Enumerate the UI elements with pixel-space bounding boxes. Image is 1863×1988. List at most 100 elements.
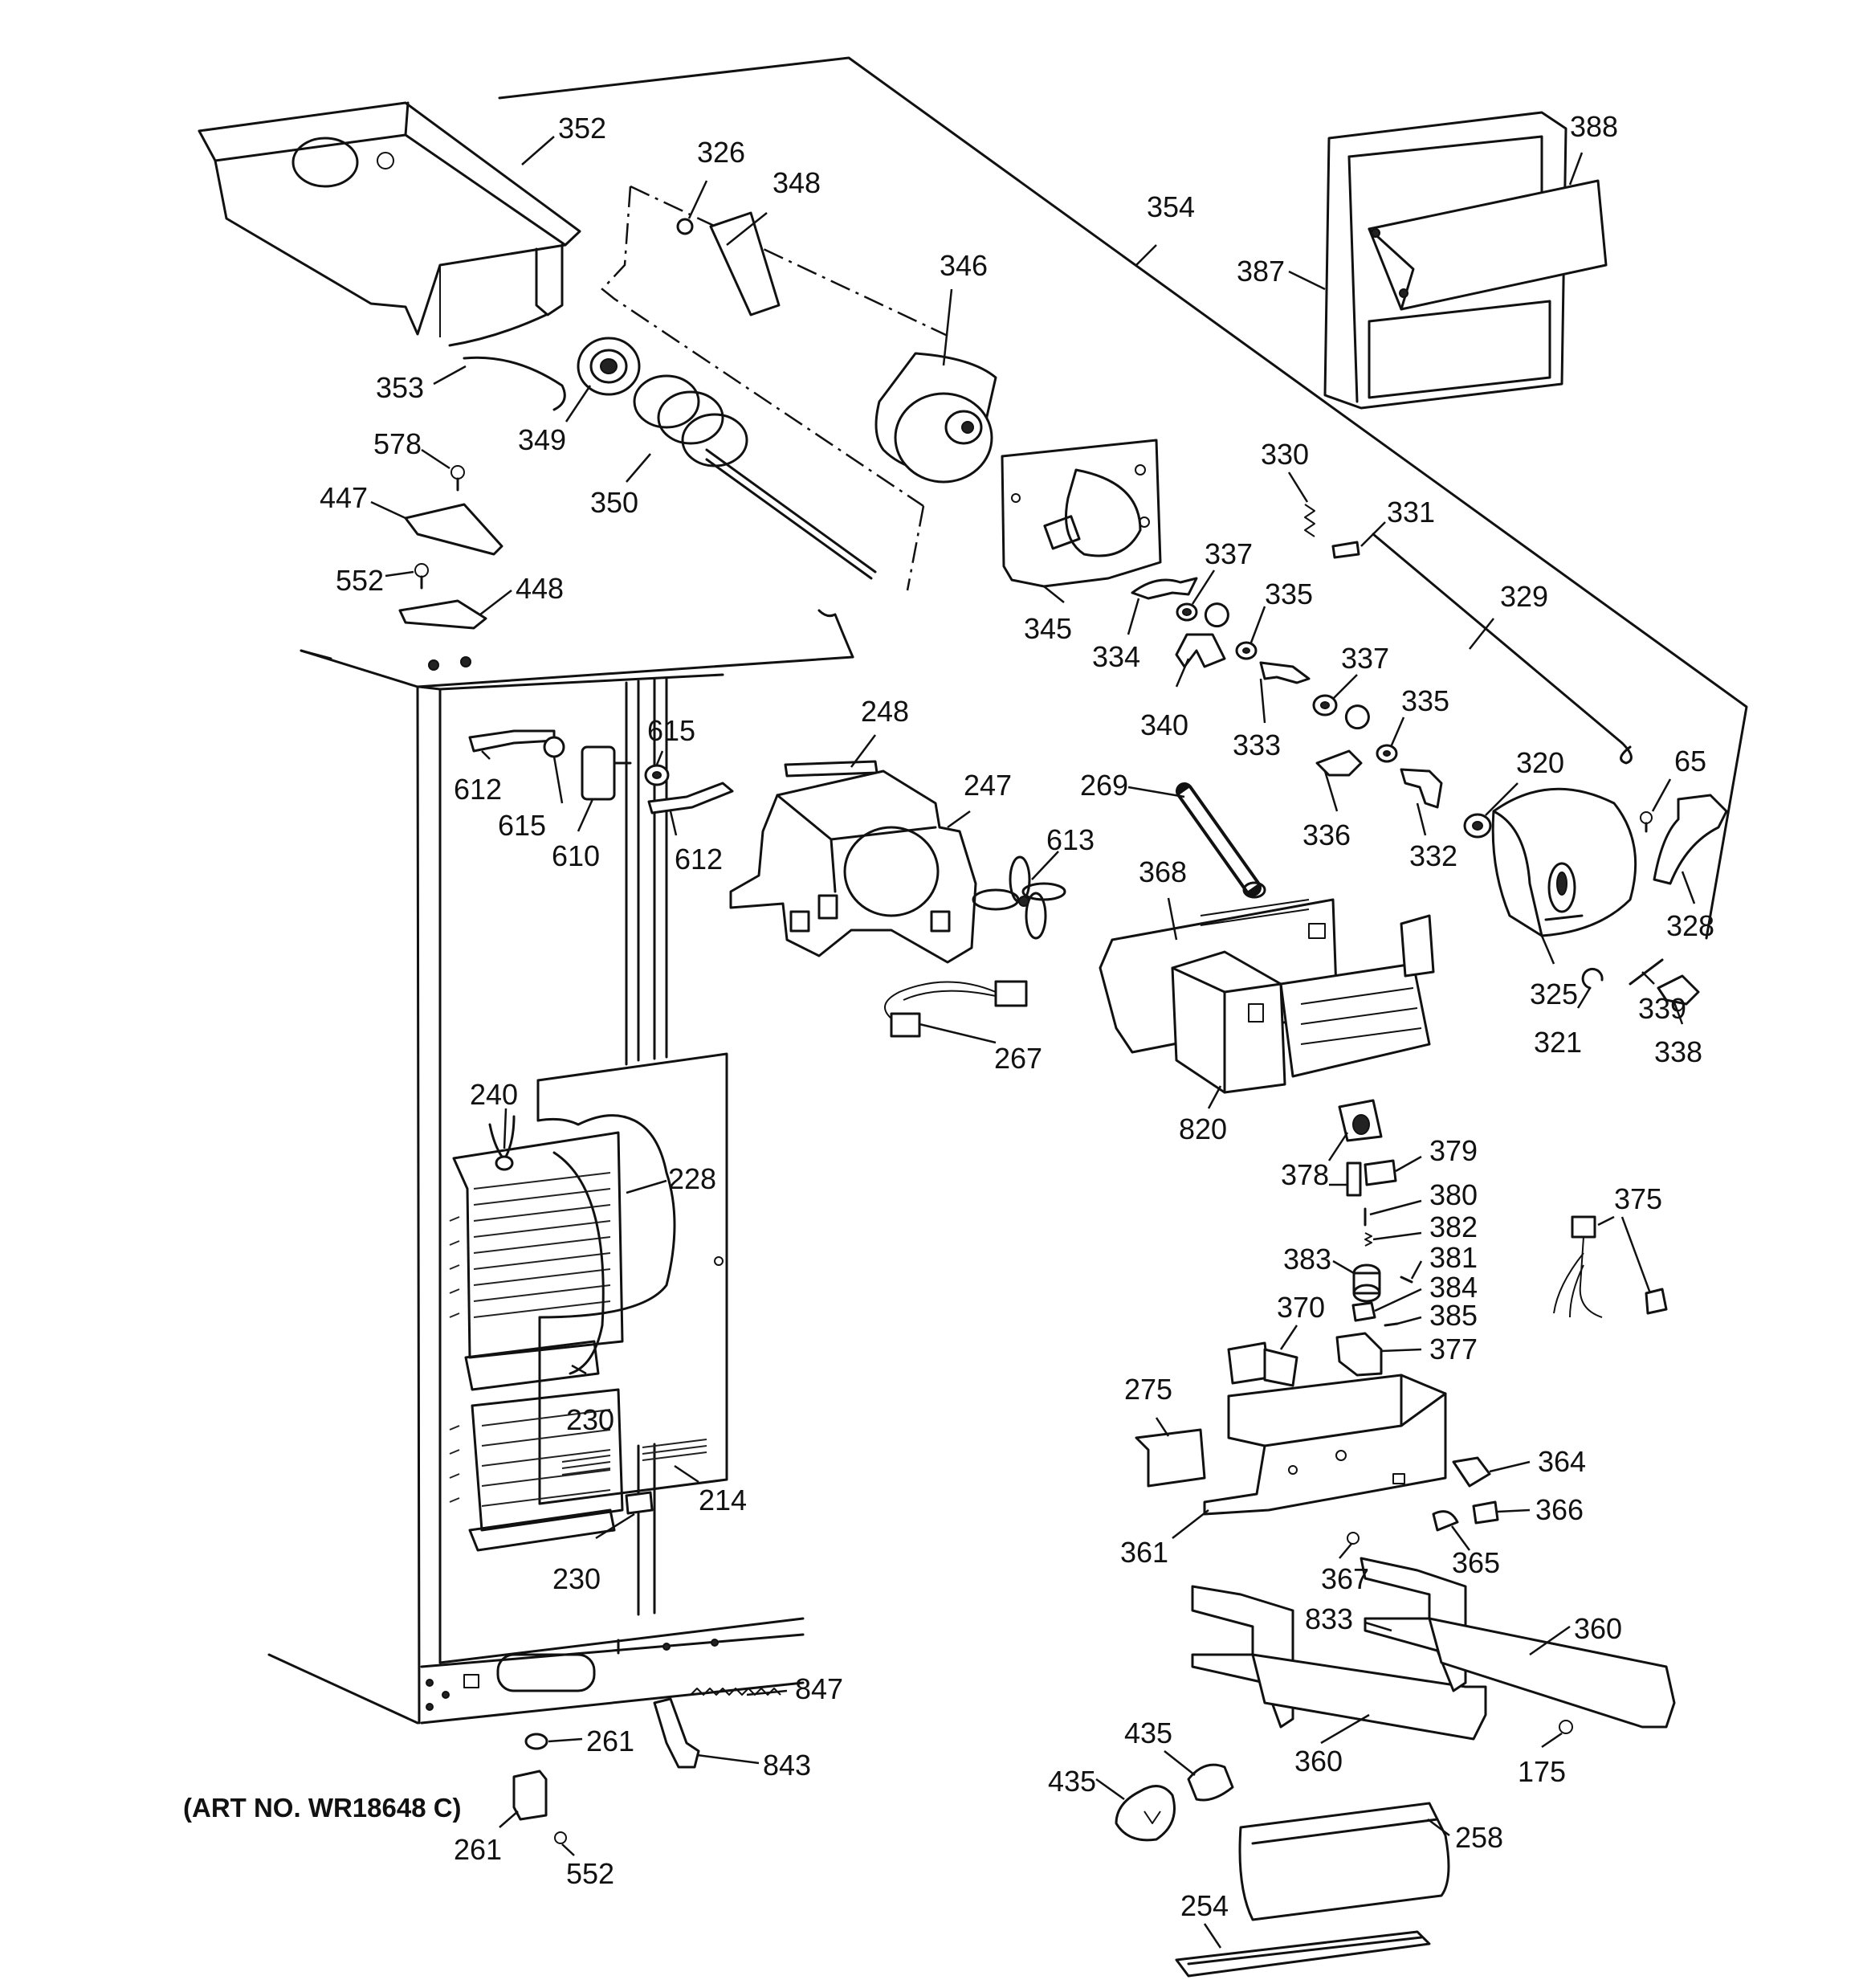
callout-335: 335 — [1265, 578, 1313, 610]
grommet-615-right — [644, 764, 670, 786]
callout-336: 336 — [1302, 818, 1351, 851]
callout-labels: 352 326 348 346 354 388 387 353 349 350 … — [183, 110, 1714, 1922]
callout-228: 228 — [668, 1162, 716, 1195]
screw-367 — [1347, 1532, 1360, 1545]
callout-333: 333 — [1233, 729, 1281, 761]
plate-275 — [1135, 1428, 1206, 1488]
trim-254 — [1175, 1930, 1431, 1978]
switch-370 — [1227, 1341, 1298, 1387]
callout-321: 321 — [1534, 1026, 1582, 1059]
clip-366 — [1472, 1500, 1499, 1525]
callout-329: 329 — [1500, 580, 1548, 613]
plunger-378 — [1346, 1161, 1362, 1197]
callout-377: 377 — [1429, 1333, 1478, 1365]
screw-578 — [450, 465, 465, 492]
callout-346: 346 — [940, 249, 988, 282]
screw-175 — [1559, 1720, 1573, 1734]
knob-365 — [1432, 1510, 1459, 1532]
auger-350 — [633, 374, 877, 580]
callout-345: 345 — [1024, 612, 1072, 645]
callout-366: 366 — [1535, 1493, 1584, 1526]
callout-361: 361 — [1120, 1536, 1168, 1569]
washer-326 — [676, 218, 694, 235]
callout-368: 368 — [1139, 855, 1187, 888]
bulb-435 — [1115, 1785, 1176, 1842]
harness-267 — [884, 980, 1028, 1038]
callout-350: 350 — [590, 486, 638, 519]
callout-230: 230 — [566, 1403, 614, 1436]
callout-326: 326 — [697, 136, 745, 169]
leader-lines — [370, 136, 1696, 1949]
spring-ring-bottom — [1344, 704, 1370, 730]
callout-353: 353 — [376, 371, 424, 404]
ice-bucket-352 — [198, 101, 581, 347]
callout-843: 843 — [763, 1749, 811, 1782]
lens-258 — [1238, 1802, 1450, 1921]
lever-336 — [1315, 749, 1363, 777]
art-number: (ART NO. WR18648 C) — [183, 1793, 462, 1823]
switch-610 — [581, 745, 632, 801]
callout-331: 331 — [1387, 496, 1435, 529]
grommet-364 — [1452, 1456, 1491, 1488]
callout-334: 334 — [1092, 640, 1140, 673]
callout-230-2: 230 — [552, 1562, 601, 1595]
callout-364: 364 — [1538, 1445, 1586, 1478]
bearing-320 — [1463, 813, 1492, 839]
callout-384: 384 — [1429, 1271, 1478, 1304]
callout-381: 381 — [1429, 1241, 1478, 1274]
clip-321 — [1581, 967, 1604, 990]
callout-349: 349 — [518, 423, 566, 456]
solenoid-378 — [1338, 1099, 1383, 1142]
housing-247 — [729, 769, 977, 964]
callout-380: 380 — [1429, 1178, 1478, 1211]
callout-338: 338 — [1654, 1035, 1702, 1068]
callout-214: 214 — [699, 1484, 747, 1517]
callout-578: 578 — [373, 427, 422, 460]
freezer-outline-354 — [498, 56, 1748, 940]
pin-381 — [1400, 1276, 1413, 1284]
callout-382: 382 — [1429, 1210, 1478, 1243]
drum-346 — [874, 352, 997, 484]
callout-261-2: 261 — [454, 1833, 502, 1866]
washer-335-top — [1235, 641, 1258, 660]
callout-320: 320 — [1516, 746, 1564, 779]
bracket-377 — [1335, 1332, 1383, 1377]
callout-385: 385 — [1429, 1299, 1478, 1332]
callout-337-2: 337 — [1341, 642, 1389, 675]
callout-375: 375 — [1614, 1182, 1662, 1215]
bushing-337-top — [1176, 602, 1198, 622]
callout-247: 247 — [964, 769, 1012, 802]
rear-panel-214 — [536, 1052, 728, 1505]
defrost-heater-230 — [449, 1340, 654, 1552]
screw-65 — [1640, 811, 1653, 833]
callout-833: 833 — [1305, 1602, 1353, 1635]
callout-275: 275 — [1124, 1373, 1172, 1406]
callout-615-2: 615 — [498, 809, 546, 842]
callout-360: 360 — [1574, 1612, 1622, 1645]
callout-365: 365 — [1452, 1546, 1500, 1579]
cam-333 — [1259, 661, 1311, 684]
callout-820: 820 — [1179, 1112, 1227, 1145]
callout-448: 448 — [516, 572, 564, 605]
callout-337: 337 — [1205, 537, 1253, 570]
blade-348 — [709, 211, 781, 316]
callout-340: 340 — [1140, 708, 1188, 741]
screw-552-bottom — [554, 1831, 567, 1844]
lever-843 — [653, 1697, 700, 1769]
callout-258: 258 — [1455, 1821, 1503, 1854]
arm-447 — [404, 503, 503, 556]
screw-552-top — [414, 563, 429, 590]
motor-325 — [1491, 787, 1637, 937]
callout-435: 435 — [1124, 1717, 1172, 1749]
cam-334 — [1131, 577, 1198, 600]
rod-329 — [1372, 533, 1633, 765]
callout-378: 378 — [1281, 1158, 1329, 1191]
clip-331 — [1331, 541, 1360, 559]
callout-552: 552 — [336, 564, 384, 597]
callout-240: 240 — [470, 1078, 518, 1111]
washer-335-bottom — [1376, 744, 1398, 763]
strip-248 — [784, 760, 879, 778]
lever-340 — [1175, 633, 1226, 668]
pin-385 — [1384, 1322, 1399, 1327]
